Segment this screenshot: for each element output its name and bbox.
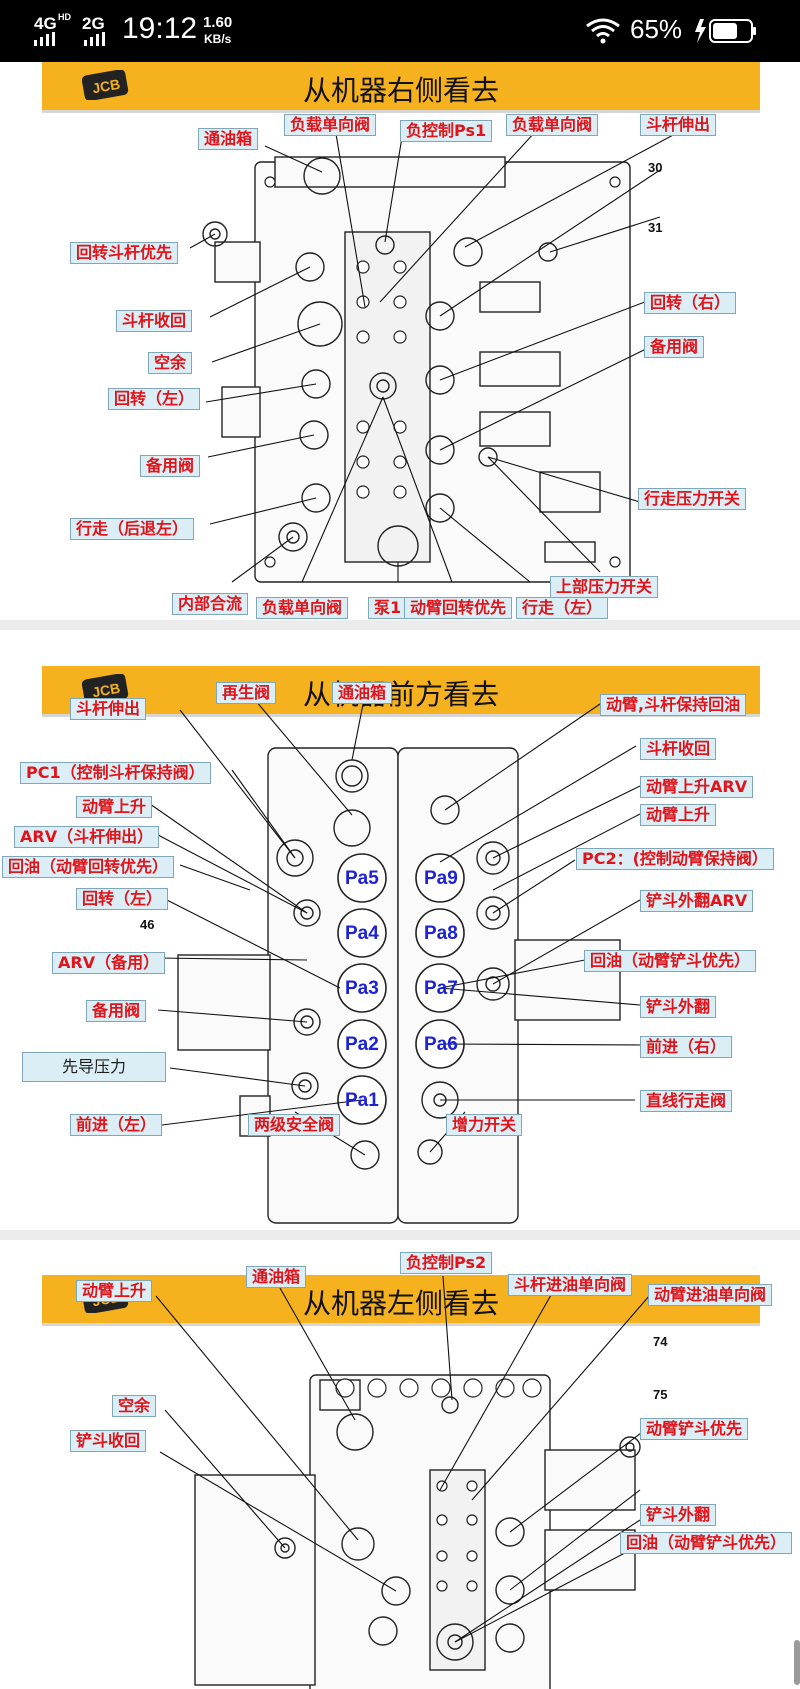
battery-percent: 65% — [630, 14, 683, 44]
label-internal-merge: 内部合流 — [172, 593, 249, 615]
net-speed-value: 1.60 — [203, 14, 233, 31]
callout-number: 31 — [648, 220, 663, 235]
pa-label: Pa9 — [424, 868, 458, 889]
net-speed-unit: KB/s — [204, 32, 232, 46]
label-forward-right: 前进（右） — [640, 1036, 733, 1058]
battery-icon — [695, 19, 756, 43]
label-return-boom-swing: 回油（动臂回转优先） — [2, 856, 175, 878]
label-arm-in: 斗杆收回 — [116, 310, 193, 332]
pa-label: Pa6 — [424, 1034, 458, 1055]
signal-icon — [34, 32, 105, 46]
svg-text:JCB: JCB — [91, 76, 121, 97]
label-boom-arm-hold-return: 动臂,斗杆保持回油 — [600, 694, 747, 716]
label-arv-arm-out: ARV（斗杆伸出） — [14, 826, 160, 848]
label-return-boom-bucket: 回油（动臂铲斗优先） — [584, 950, 757, 972]
label-boom-up-arv: 动臂上升ARV — [640, 776, 754, 798]
callout-number: 30 — [648, 160, 663, 175]
label-boom-bucket-priority: 动臂铲斗优先 — [640, 1418, 749, 1440]
jcb-logo: JCB — [82, 70, 129, 100]
panel-title: 从机器左侧看去 — [302, 1287, 499, 1320]
network-2g: 2G — [82, 14, 105, 33]
label-bucket-dump-arv: 铲斗外翻ARV — [640, 890, 754, 912]
label-spare-valve: 备用阀 — [140, 455, 201, 477]
label-spare: 空余 — [148, 352, 193, 374]
label-arm-in: 斗杆收回 — [640, 738, 717, 760]
label-neg-control-ps1: 负控制Ps1 — [400, 120, 493, 142]
label-power-boost-switch: 增力开关 — [446, 1114, 523, 1136]
label-boom-inlet-check: 动臂进油单向阀 — [648, 1284, 773, 1306]
label-load-check-valve-3: 负载单向阀 — [256, 597, 349, 619]
pa-label: Pa8 — [424, 923, 458, 944]
label-return-boom-bucket: 回油（动臂铲斗优先） — [620, 1532, 793, 1554]
label-travel-pressure-switch: 行走压力开关 — [638, 488, 747, 510]
pa-label: Pa5 — [345, 868, 379, 889]
label-arm-out: 斗杆伸出 — [640, 114, 717, 136]
pa-label: Pa4 — [345, 923, 379, 944]
label-swing-left: 回转（左） — [108, 388, 201, 410]
label-spare-valve: 备用阀 — [86, 1000, 147, 1022]
callout-number: 75 — [653, 1387, 668, 1402]
valve-diagram-front — [149, 693, 641, 1224]
label-swing-arm-priority: 回转斗杆优先 — [70, 242, 179, 264]
label-arv-spare: ARV（备用） — [52, 952, 166, 974]
label-pc2: PC2：(控制动臂保持阀） — [576, 848, 774, 870]
label-spare-valve-2: 备用阀 — [644, 336, 705, 358]
pa-label: Pa7 — [424, 978, 458, 999]
label-travel-left: 行走（左） — [516, 597, 609, 619]
label-forward-left: 前进（左） — [70, 1114, 163, 1136]
label-spare: 空余 — [112, 1395, 157, 1417]
section-divider — [0, 620, 800, 630]
svg-text:JCB: JCB — [91, 680, 121, 701]
pa-label: Pa3 — [345, 978, 379, 999]
label-oil-tank: 通油箱 — [246, 1266, 307, 1288]
label-two-stage-relief: 两级安全阀 — [248, 1114, 341, 1136]
label-neg-control-ps2: 负控制Ps2 — [400, 1252, 493, 1274]
network-4g: 4G — [34, 14, 57, 33]
network-hd: HD — [58, 12, 71, 22]
panel-banner: JCB 从机器左侧看去 — [42, 1275, 760, 1326]
label-straight-travel-valve: 直线行走阀 — [640, 1090, 733, 1112]
scrollbar[interactable] — [794, 1640, 800, 1685]
label-pilot-pressure: 先导压力 — [22, 1052, 166, 1082]
label-boom-up-2: 动臂上升 — [640, 804, 717, 826]
callout-number: 46 — [140, 917, 155, 932]
jcb-logo: JCB — [82, 674, 129, 704]
label-bucket-dump: 铲斗外翻 — [640, 996, 717, 1018]
valve-diagram-right — [189, 131, 676, 583]
status-bar: 4G HD 2G 19:12 1.60 KB/s 65% — [0, 0, 800, 62]
label-upper-pressure-switch: 上部压力开关 — [550, 576, 659, 598]
label-swing-left: 回转（左） — [76, 888, 169, 910]
label-regen-valve: 再生阀 — [216, 682, 277, 704]
pa-label: Pa2 — [345, 1034, 379, 1055]
label-bucket-dump: 铲斗外翻 — [640, 1504, 717, 1526]
pa-label: Pa1 — [345, 1090, 379, 1111]
status-time: 19:12 — [122, 12, 198, 45]
panel-front-view: JCB 从机器前方看去 — [0, 630, 800, 1230]
label-swing-right: 回转（右） — [644, 292, 737, 314]
wifi-icon — [586, 18, 620, 44]
label-pump1: 泵1 — [368, 597, 408, 619]
label-boom-swing-priority: 动臂回转优先 — [404, 597, 513, 619]
label-bucket-in: 铲斗收回 — [70, 1430, 147, 1452]
label-boom-up: 动臂上升 — [76, 796, 153, 818]
label-arm-inlet-check: 斗杆进油单向阀 — [508, 1274, 633, 1296]
panel-right-view: JCB 从机器右侧看去 — [0, 62, 800, 620]
panel-banner: JCB 从机器右侧看去 — [42, 62, 760, 113]
label-pc1: PC1（控制斗杆保持阀） — [20, 762, 211, 784]
label-oil-tank: 通油箱 — [198, 128, 259, 150]
label-boom-up: 动臂上升 — [76, 1280, 153, 1302]
valve-diagram-left — [155, 1275, 651, 1689]
label-load-check-valve-2: 负载单向阀 — [506, 114, 599, 136]
label-oil-tank: 通油箱 — [332, 682, 393, 704]
panel-left-view: JCB 从机器左侧看去 动臂上 — [0, 1240, 800, 1689]
section-divider — [0, 1230, 800, 1240]
panel-title: 从机器右侧看去 — [302, 74, 499, 107]
label-arm-out: 斗杆伸出 — [70, 698, 147, 720]
label-travel-reverse-left: 行走（后退左） — [70, 518, 195, 540]
callout-number: 74 — [653, 1334, 668, 1349]
label-load-check-valve: 负载单向阀 — [284, 114, 377, 136]
